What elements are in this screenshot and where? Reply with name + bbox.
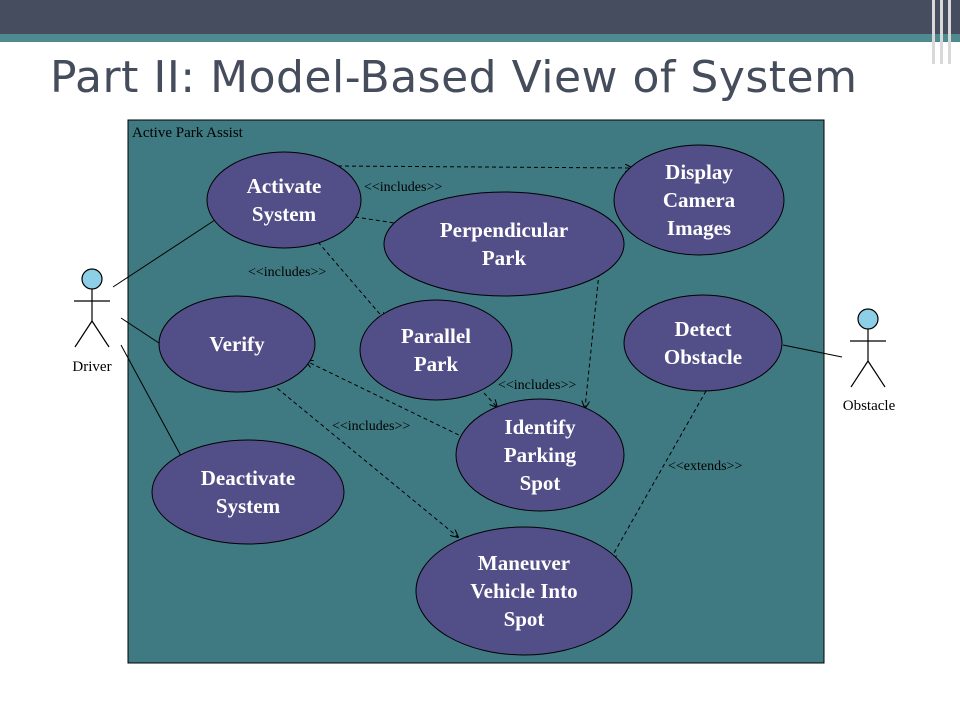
use-case-ellipse: [455, 398, 625, 512]
use-case-label: Activate: [247, 174, 322, 198]
use-case-label: Vehicle Into: [470, 579, 577, 603]
use-case-label: Park: [482, 246, 527, 270]
actor-label: Driver: [72, 359, 111, 375]
actor-obstacle: Obstacle: [843, 308, 896, 414]
relationship-arrow: [306, 361, 466, 439]
use-case-label: Perpendicular: [440, 218, 568, 242]
relationship-arrow: [585, 272, 600, 408]
relationships: [271, 166, 707, 560]
actor-leg: [91, 320, 110, 348]
use-cases: ActivateSystemDisplayCameraImagesPerpend…: [151, 144, 785, 656]
use-case-label: Park: [414, 352, 459, 376]
relationship-label: <<includes>>: [364, 180, 442, 195]
actor-leg: [74, 320, 93, 348]
association-line: [120, 344, 182, 457]
use-case-ellipse: [415, 526, 633, 656]
use-case-label: Deactivate: [201, 466, 295, 490]
use-case-label: Parallel: [401, 324, 471, 348]
teal-strip-decoration: [0, 34, 960, 42]
use-case-label: System: [252, 202, 317, 226]
use-case-label: System: [216, 494, 281, 518]
relationship-labels: <<includes>> <<includes>> <<includes>> <…: [248, 180, 742, 474]
use-case-label: Parking: [504, 443, 577, 467]
actor-leg: [850, 360, 869, 388]
associations: [112, 217, 843, 457]
relationship-label: <<includes>>: [332, 419, 410, 434]
relationship-arrow: [610, 390, 707, 560]
use-case-label: Spot: [504, 607, 545, 631]
association-line: [112, 217, 219, 288]
relationship-label: <<includes>>: [498, 378, 576, 393]
corner-stripes-decoration: [948, 0, 951, 64]
use-case-ellipse: [151, 439, 345, 545]
use-case-label: Display: [665, 160, 733, 184]
page-title: Part II: Model-Based View of System: [50, 52, 858, 103]
actor-head: [81, 268, 103, 290]
use-case-ellipse: [613, 144, 785, 256]
relationship-arrow: [271, 383, 458, 537]
actor-head: [857, 308, 879, 330]
accent-line-decoration: [0, 42, 580, 45]
use-case-ellipse: [383, 191, 625, 297]
use-case-label: Identify: [504, 415, 576, 439]
use-case-ellipse: [359, 299, 513, 401]
use-case-label: Maneuver: [478, 551, 570, 575]
relationship-label: <<includes>>: [248, 265, 326, 280]
use-case-label: Detect: [674, 317, 731, 341]
relationship-arrow: [483, 392, 497, 407]
actor-leg: [867, 360, 886, 388]
accent-line-decoration: [570, 50, 890, 53]
relationship-arrow: [337, 166, 632, 168]
use-case-label: Images: [667, 216, 731, 240]
actor-label: Obstacle: [843, 398, 896, 414]
use-case-ellipse: [158, 295, 316, 393]
use-case-verify: Verify: [158, 295, 316, 393]
use-case-label: Obstacle: [664, 345, 742, 369]
association-line: [782, 344, 843, 358]
use-case-ellipse: [206, 151, 362, 249]
association-line: [120, 317, 163, 346]
use-case-label: Camera: [663, 188, 736, 212]
actor-driver: Driver: [72, 268, 112, 375]
use-case-ellipse: [623, 294, 783, 392]
relationship-label: <<extends>>: [668, 459, 742, 474]
relationship-arrow: [317, 241, 385, 320]
use-case-label: Verify: [209, 332, 265, 356]
use-case-label: Spot: [520, 471, 561, 495]
title-bar-decoration: [0, 0, 960, 34]
corner-stripes-decoration: [940, 0, 943, 64]
corner-stripes-decoration: [932, 0, 935, 64]
system-name-label: Active Park Assist: [132, 125, 244, 141]
